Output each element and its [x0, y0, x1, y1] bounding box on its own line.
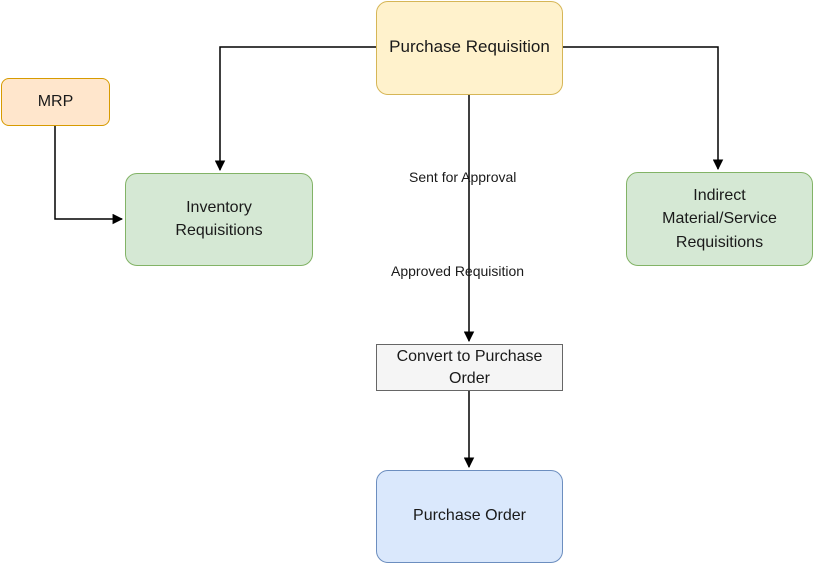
node-convert-line2: Order	[449, 369, 490, 387]
node-purchase-order-label: Purchase Order	[413, 507, 526, 525]
node-inventory-requisitions-line1: Inventory	[186, 199, 252, 217]
node-inventory-requisitions-text: Inventory Requisitions	[175, 197, 262, 242]
node-convert-line1: Convert to Purchase	[396, 347, 543, 365]
node-indirect-requisitions-text: Indirect Material/Service Requisitions	[662, 184, 777, 254]
node-purchase-order[interactable]: Purchase Order	[376, 470, 563, 563]
node-purchase-requisition-label: Purchase Requisition	[389, 37, 550, 56]
node-indirect-requisitions-line3: Requisitions	[675, 233, 764, 251]
edge-mrp-to-inventory	[54, 126, 124, 225]
node-inventory-requisitions-line2: Requisitions	[175, 221, 263, 239]
node-indirect-requisitions-line2: Material/Service	[662, 210, 777, 228]
node-convert-to-purchase-order-text: Convert to Purchase Order	[397, 346, 543, 389]
node-purchase-requisition[interactable]: Purchase Requisition	[376, 1, 563, 95]
node-inventory-requisitions[interactable]: Inventory Requisitions	[125, 173, 313, 266]
node-mrp-label: MRP	[37, 92, 74, 110]
node-mrp[interactable]: MRP	[1, 78, 110, 126]
edge-label-sent-for-approval: Sent for Approval	[409, 169, 517, 185]
node-convert-to-purchase-order[interactable]: Convert to Purchase Order	[376, 344, 563, 391]
node-indirect-requisitions-line1: Indirect	[693, 187, 746, 205]
edge-label-approved-requisition: Approved Requisition	[391, 263, 525, 279]
edge-pr-to-indirect	[563, 46, 724, 171]
node-indirect-requisitions[interactable]: Indirect Material/Service Requisitions	[626, 172, 813, 266]
edge-pr-to-inventory	[214, 46, 376, 172]
